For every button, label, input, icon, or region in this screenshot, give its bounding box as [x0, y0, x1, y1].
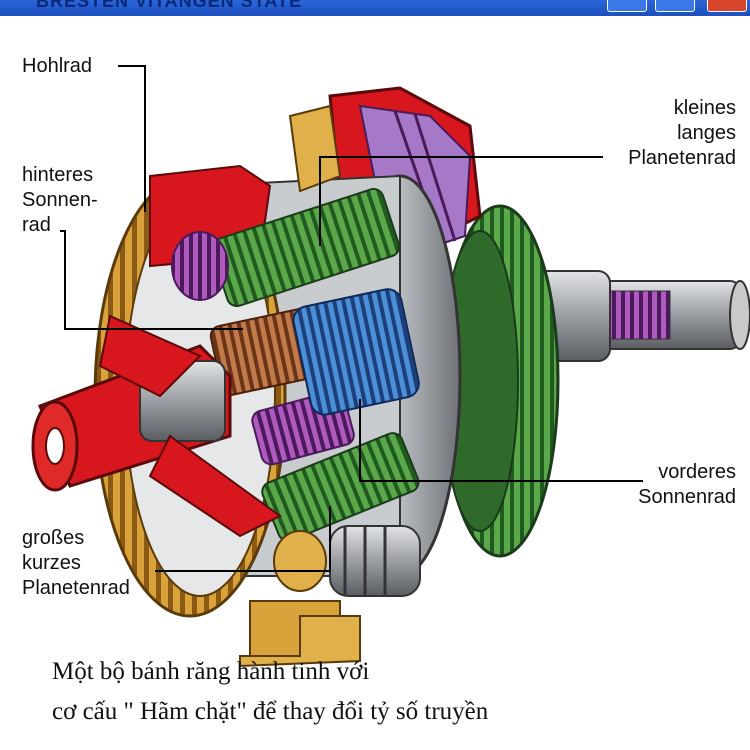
- leader-grosses-planetenrad: [155, 506, 331, 572]
- planet-gears: [171, 188, 420, 542]
- label-hinteres-sonnenrad: hinteres Sonnen- rad: [22, 164, 98, 236]
- caption-line-1: Một bộ bánh răng hành tinh với: [52, 658, 370, 685]
- leader-kleines-planetenrad: [319, 156, 603, 246]
- label-grosses-kurzes-planetenrad: großes kurzes Planetenrad: [22, 527, 130, 599]
- label-hohlrad: Hohlrad: [22, 55, 93, 77]
- close-button[interactable]: [707, 0, 747, 12]
- input-shaft: [31, 314, 282, 538]
- maximize-button[interactable]: [655, 0, 695, 12]
- leader-hinteres-sonnenrad: [60, 230, 243, 330]
- title-bar: BRESTEN VITANGEN STATE: [0, 0, 750, 16]
- leader-hohlrad: [118, 65, 146, 212]
- label-vorderes-sonnenrad: vorderes Sonnenrad: [638, 461, 736, 508]
- minimize-button[interactable]: [607, 0, 647, 12]
- window-title: BRESTEN VITANGEN STATE: [36, 0, 303, 11]
- caption-line-2: cơ cấu " Hãm chặt" để thay đổi tỷ số tru…: [52, 698, 489, 725]
- label-kleines-langes-planetenrad: kleines langes Planetenrad: [628, 97, 736, 169]
- planetary-gearset-illustration: [31, 65, 750, 668]
- leader-lines: [60, 65, 643, 572]
- band-brake-mount: [239, 525, 421, 668]
- output-ring-gear: [440, 204, 560, 558]
- diagram-canvas: Hohlrad hinteres Sonnen- rad kleines lan…: [0, 16, 750, 750]
- leader-vorderes-sonnenrad: [359, 399, 643, 482]
